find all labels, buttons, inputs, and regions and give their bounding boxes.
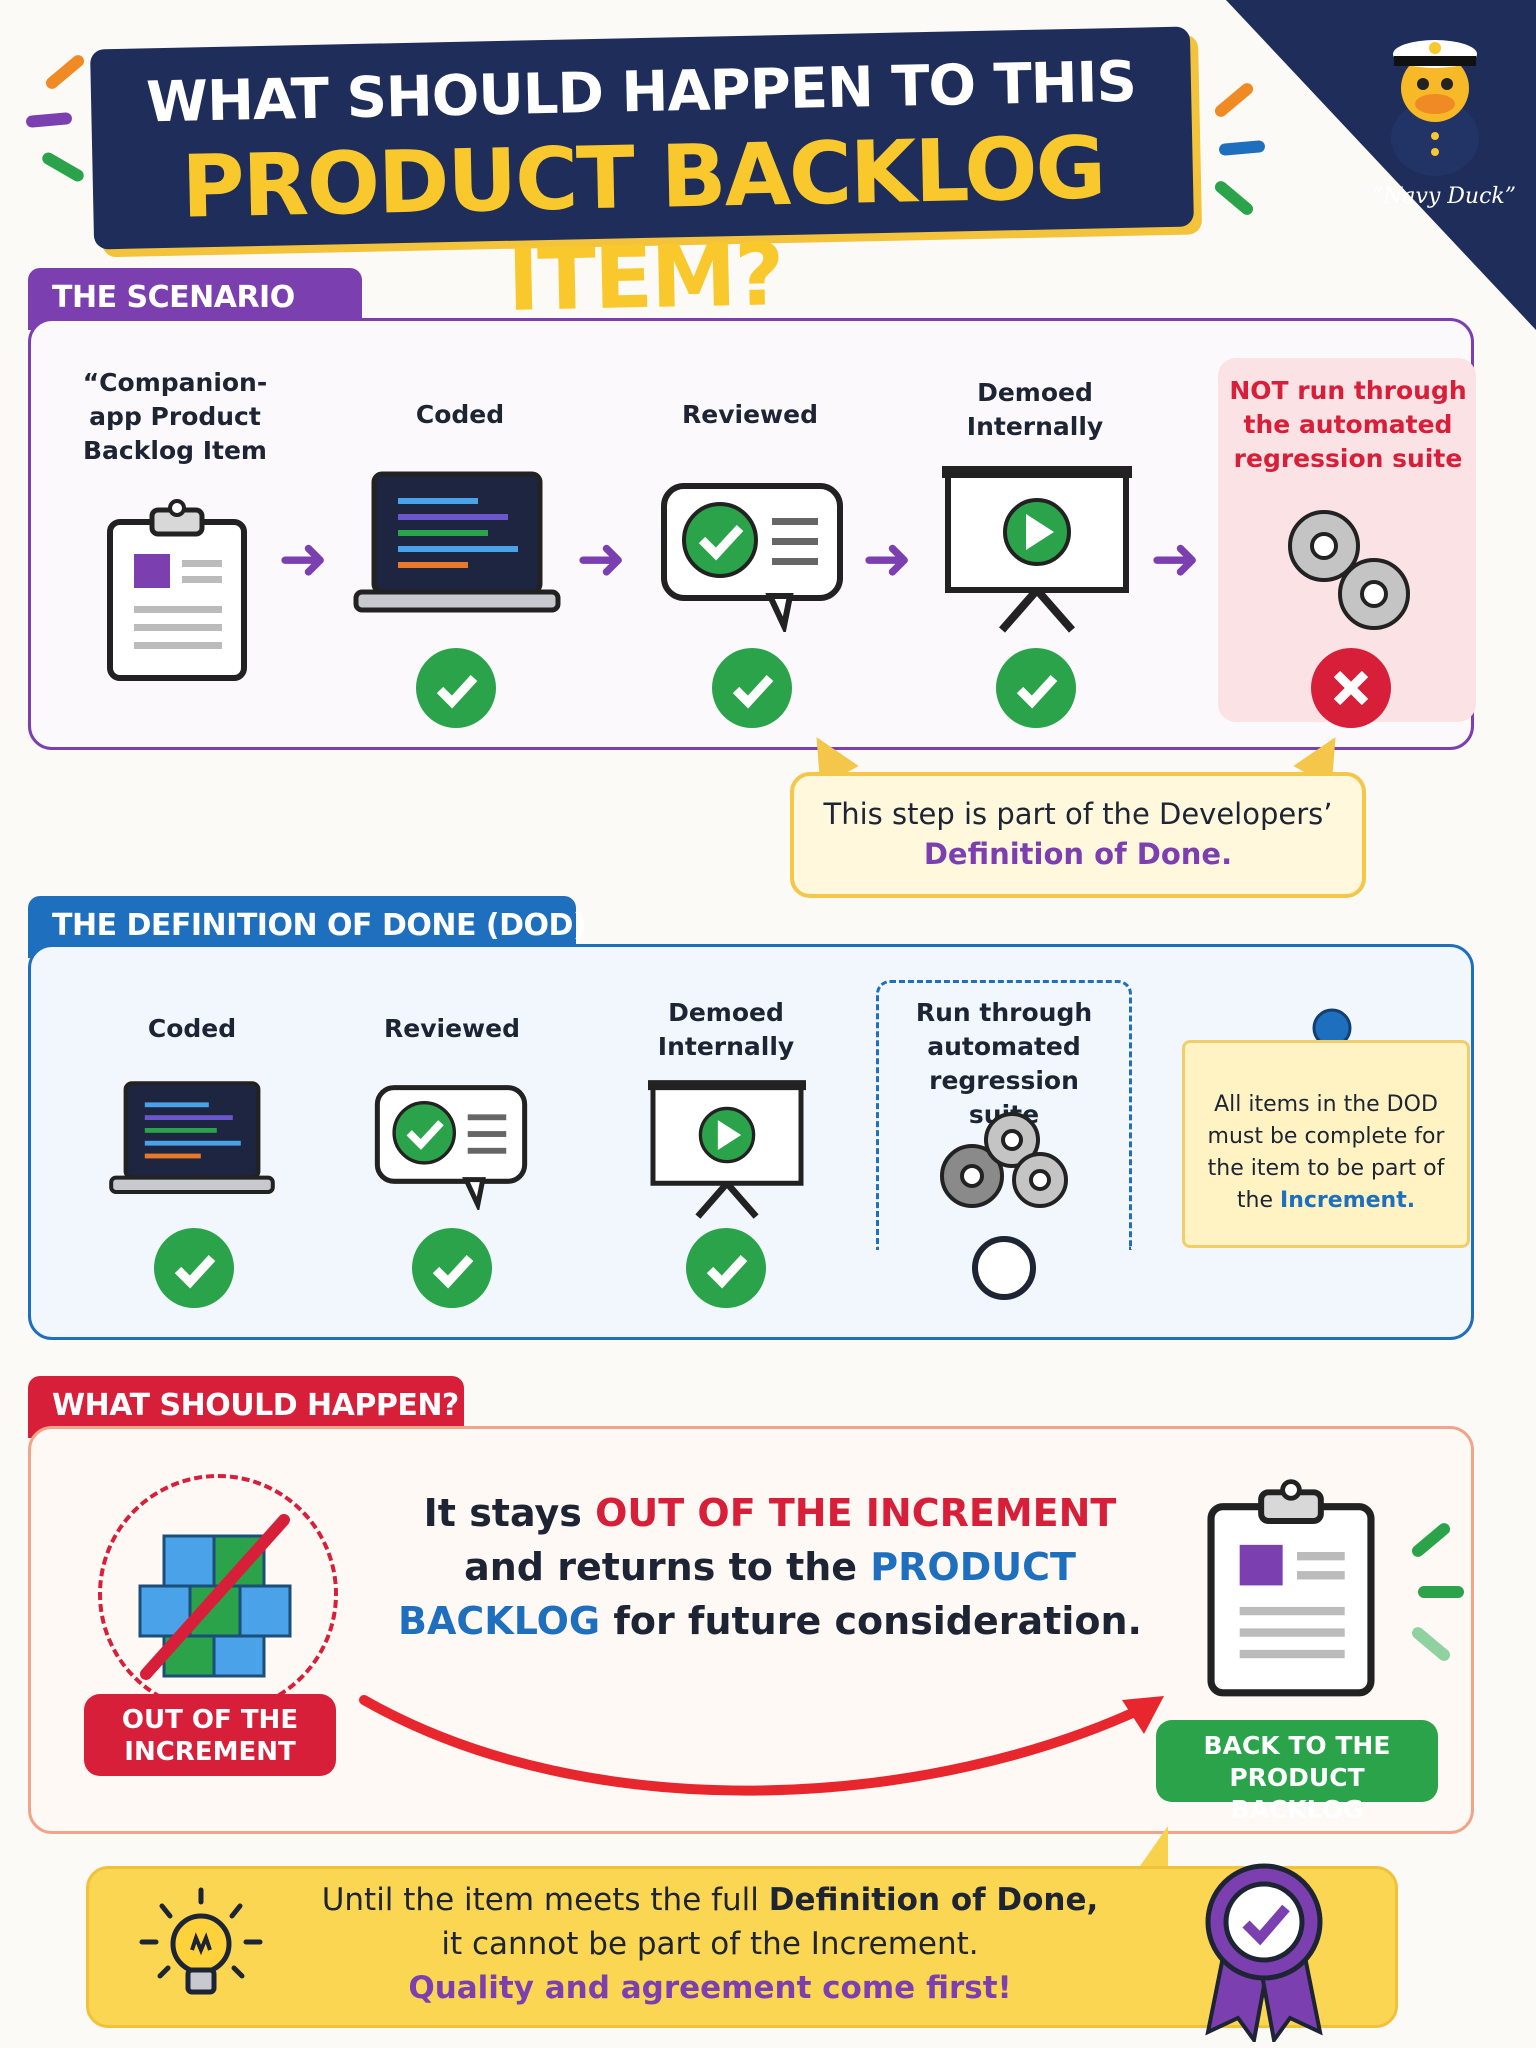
decorative-sparks-outcome <box>1400 1520 1480 1670</box>
dod-callout: This step is part of the Developers’ Def… <box>790 772 1366 898</box>
dod-step-label-reviewed: Reviewed <box>384 1014 520 1043</box>
dod-step-label-regression: Run through automated regression suite <box>915 998 1093 1129</box>
duck-mascot-icon <box>1380 18 1490 178</box>
check-icon <box>412 1228 492 1308</box>
award-ribbon-icon <box>1194 1852 1334 2045</box>
outcome-text-red: OUT OF THE INCREMENT <box>595 1491 1117 1535</box>
flow-arrow-icon: ➜ <box>862 524 913 594</box>
laptop-icon <box>108 1080 276 1200</box>
return-arrow-icon <box>352 1660 1172 1820</box>
outcome-text-1: It stays <box>423 1491 596 1535</box>
flow-arrow-icon: ➜ <box>278 524 329 594</box>
dod-note-highlight: Increment. <box>1280 1188 1416 1213</box>
outcome-text-3: for future consideration. <box>600 1599 1142 1643</box>
dod-note-text: All items in the DOD must be complete fo… <box>1207 1092 1445 1213</box>
footer-text-2: it cannot be part of the Increment. <box>441 1926 979 1962</box>
scenario-step-label-coded: Coded <box>415 400 505 429</box>
out-of-increment-badge: OUT OF THE INCREMENT <box>84 1694 336 1776</box>
scenario-step-label-item: “Companion-app Product Backlog Item <box>82 368 268 465</box>
scenario-step-label-reviewed: Reviewed <box>682 400 818 429</box>
pending-step-box <box>876 980 1132 1250</box>
check-icon <box>686 1228 766 1308</box>
check-icon <box>712 648 792 728</box>
dod-step-label-coded: Coded <box>147 1014 237 1043</box>
footer-text-emphasis: Quality and agreement come first! <box>408 1970 1012 2006</box>
clipboard-icon <box>104 498 250 684</box>
footer-line-1: Until the item meets the full Definition… <box>300 1878 1120 1922</box>
callout-text: This step is part of the Developers’ <box>823 797 1333 831</box>
footer-text-bold: Definition of Done, <box>768 1882 1099 1918</box>
callout-highlight: Definition of Done. <box>923 837 1233 871</box>
mascot-caption: “Navy Duck” <box>1371 184 1516 209</box>
flow-arrow-icon: ➜ <box>1150 524 1201 594</box>
corner-mascot-panel <box>1226 0 1536 330</box>
title-banner: WHAT SHOULD HAPPEN TO THIS PRODUCT BACKL… <box>90 26 1194 331</box>
check-icon <box>154 1228 234 1308</box>
dod-step-label-demoed: Demoed Internally <box>657 998 795 1061</box>
footer-message: Until the item meets the full Definition… <box>300 1878 1120 2010</box>
empty-circle-icon <box>972 1236 1036 1300</box>
check-icon <box>416 648 496 728</box>
outcome-message: It stays OUT OF THE INCREMENT and return… <box>380 1486 1160 1648</box>
review-chat-icon <box>660 482 844 636</box>
footer-pointer <box>1140 1826 1168 1866</box>
crossed-out-blocks-icon <box>98 1474 338 1714</box>
x-mark-icon <box>1311 648 1391 728</box>
scenario-step-label-demoed: Demoed Internally <box>966 378 1104 441</box>
clipboard-icon <box>1200 1478 1382 1700</box>
back-to-backlog-badge: BACK TO THE PRODUCT BACKLOG <box>1156 1720 1438 1824</box>
decorative-sparks-left <box>20 52 90 206</box>
gears-icon <box>1278 500 1418 640</box>
footer-text-1: Until the item meets the full <box>321 1882 769 1918</box>
review-chat-icon <box>374 1084 528 1213</box>
lightbulb-icon <box>136 1886 266 2006</box>
flow-arrow-icon: ➜ <box>576 524 627 594</box>
dod-note-card: All items in the DOD must be complete fo… <box>1182 1040 1470 1248</box>
scenario-step-label-not-run: NOT run through the automated regression… <box>1229 376 1467 473</box>
laptop-icon <box>352 470 562 620</box>
outcome-text-blue: PRODUCT BACKLOG <box>398 1545 1076 1643</box>
gears-icon <box>932 1106 1078 1226</box>
outcome-text-2: and returns to the <box>464 1545 871 1589</box>
check-icon <box>996 648 1076 728</box>
presentation-board-icon <box>648 1080 806 1220</box>
presentation-board-icon <box>942 466 1132 634</box>
footer-banner <box>86 1866 1398 2028</box>
